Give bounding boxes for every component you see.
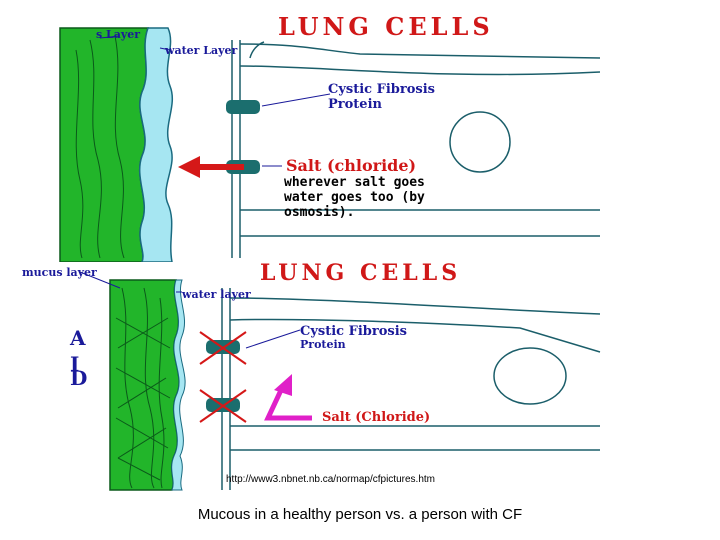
cf-lung-panel: LUNG CELLS mucus layer water layer Cysti…: [0, 258, 720, 498]
water-layer-label: water Layer: [165, 44, 238, 57]
water-layer: [138, 27, 174, 262]
mucus-layer: [59, 27, 150, 262]
mucus-layer-label: mucus layer: [22, 266, 97, 279]
cf-protein-label-1: Cystic Fibrosis: [300, 324, 407, 339]
cf-diagram-art: [79, 271, 601, 491]
water-layer-label: water layer: [182, 288, 251, 301]
blocked-channel-marks: [199, 331, 247, 423]
cf-protein-label-2: Protein: [328, 97, 382, 112]
side-letter-i: I: [70, 352, 80, 376]
cf-protein-label-1: Cystic Fibrosis: [328, 82, 435, 97]
figure-caption: Mucous in a healthy person vs. a person …: [197, 506, 523, 523]
salt-note-line-1: wherever salt goes: [284, 175, 425, 190]
top-title: LUNG CELLS: [278, 12, 494, 41]
water-layer: [171, 279, 186, 491]
epithelial-cells: [221, 288, 601, 490]
healthy-diagram-art: [59, 27, 601, 262]
healthy-lung-panel: LUNG CELLS s Layer water Layer Cystic Fi…: [0, 0, 720, 262]
cf-protein-channel-1: [226, 100, 260, 114]
mucus-layer: [109, 279, 180, 491]
mucus-texture: [115, 287, 171, 489]
salt-out-arrow: [178, 156, 244, 178]
mucus-layer-label: s Layer: [96, 28, 141, 41]
epithelial-cells: [231, 40, 601, 258]
salt-note-line-3: osmosis).: [284, 205, 355, 220]
source-url: http://www3.nbnet.nb.ca/normap/cfpicture…: [226, 474, 435, 485]
salt-label: Salt (chloride): [286, 156, 417, 175]
salt-osmosis-note: wherever salt goes water goes too (by os…: [284, 175, 425, 220]
bottom-title: LUNG CELLS: [260, 260, 462, 286]
salt-label: Salt (Chloride): [322, 410, 431, 425]
side-letter-d: D: [70, 366, 88, 390]
cf-protein-label-2: Protein: [300, 338, 346, 351]
salt-retained-arrow: [264, 374, 312, 421]
side-letter-a: A: [70, 326, 86, 350]
salt-note-line-2: water goes too (by: [284, 190, 425, 205]
